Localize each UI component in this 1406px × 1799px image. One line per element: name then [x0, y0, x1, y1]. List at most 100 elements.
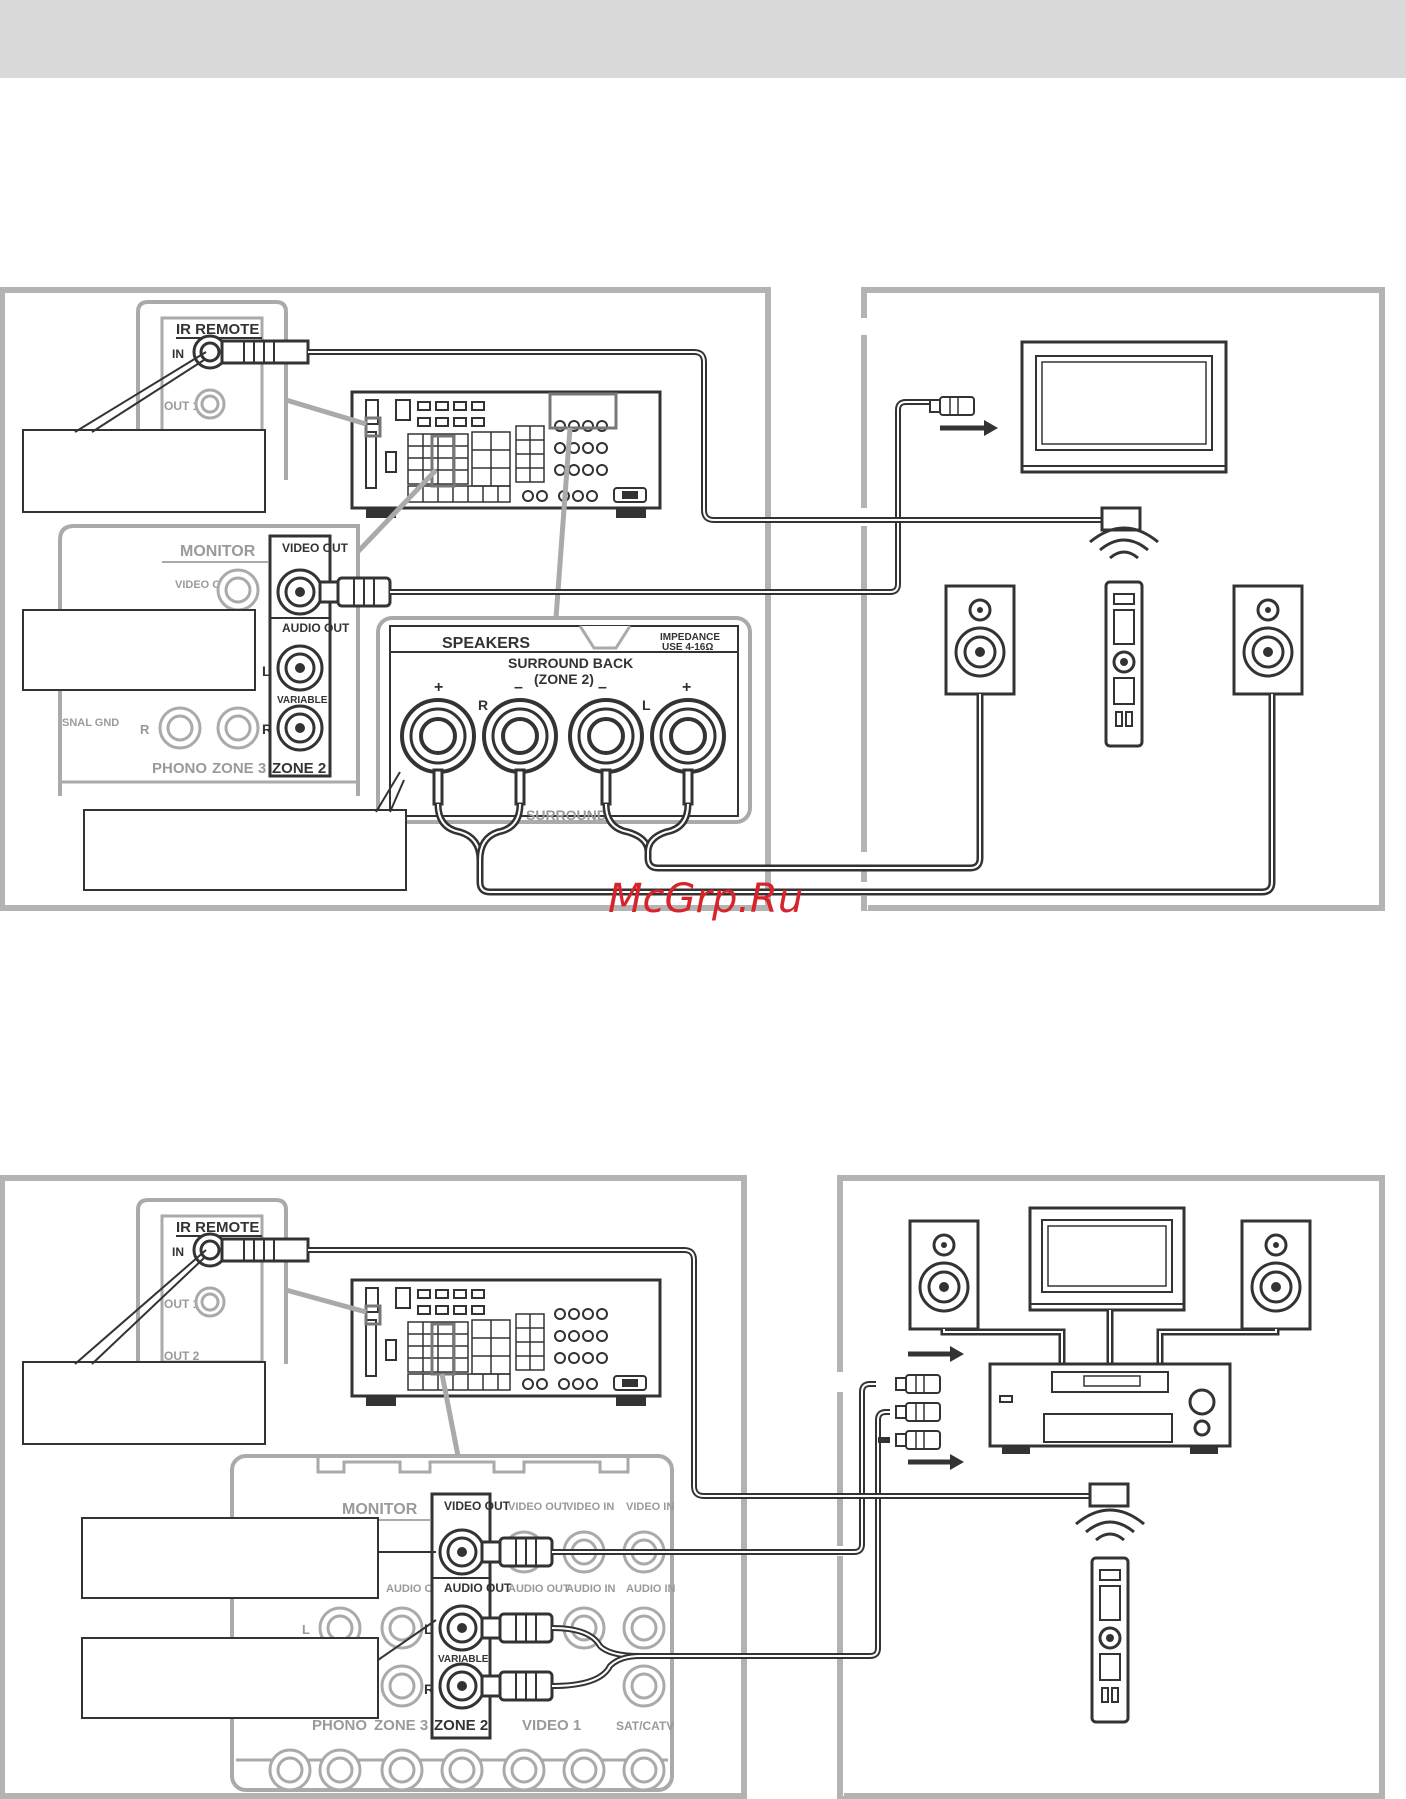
plus-l-label: + — [682, 679, 691, 696]
remote-control-2 — [1090, 1556, 1130, 1724]
ir-signal-waves-2 — [1074, 1508, 1146, 1542]
sp-l-label: L — [642, 697, 651, 713]
zone2-cables-2 — [308, 1247, 1092, 1702]
signal-gnd-label: SNAL GND — [62, 717, 119, 729]
speaker-right-1 — [1232, 584, 1304, 696]
l-left-label-2: L — [302, 1622, 310, 1637]
video-out-jack[interactable] — [276, 568, 324, 616]
audio-out-label: AUDIO OUT — [282, 621, 350, 635]
ir-out1-jack-2 — [194, 1286, 226, 1318]
zone2-paren-label: (ZONE 2) — [534, 671, 594, 687]
speaker-right-2 — [1240, 1219, 1312, 1331]
l-label-2: L — [424, 1621, 433, 1637]
monitor-jack-r — [380, 1606, 424, 1650]
sp-r-label: R — [478, 697, 488, 713]
minus-l-label: – — [598, 679, 607, 696]
video1-label: VIDEO 1 — [522, 1717, 581, 1734]
ir-in-jack[interactable] — [192, 334, 228, 370]
ir-mini-plug — [220, 339, 310, 365]
r-label: R — [262, 721, 272, 737]
audio-out-l-jack-2[interactable] — [438, 1604, 486, 1652]
speaker-left-2 — [908, 1219, 980, 1331]
video-out-v1-label: VIDEO OUT — [508, 1501, 569, 1513]
audio-out-v1-label: AUDIO OUT — [508, 1583, 570, 1595]
ir-out1-jack — [194, 388, 226, 420]
ir-remote-label-2: IR REMOTE — [176, 1219, 259, 1236]
ir-mini-plug-2 — [220, 1237, 310, 1263]
monitor-label-2: MONITOR — [342, 1501, 418, 1518]
phono-label-2: PHONO — [312, 1717, 367, 1734]
sat-audio-in-r-jack — [622, 1664, 666, 1708]
terminal-l-minus[interactable] — [568, 698, 644, 774]
zone3-jack-2 — [380, 1664, 424, 1708]
callout-box-6 — [81, 1637, 379, 1719]
ir-remote-panel-2: IR REMOTE IN OUT 1 OUT 2 — [136, 1198, 310, 1364]
ir-in-label: IN — [172, 347, 184, 361]
callout-box-1 — [22, 429, 266, 513]
diagram-1-zone2-speakers: IR REMOTE IN OUT 1 MONITOR VI — [0, 287, 1385, 911]
arrow-signal-1 — [940, 420, 998, 436]
amplifier-wires — [940, 1310, 1280, 1364]
monitor-label: MONITOR — [180, 543, 256, 560]
satcatv-label: SAT/CATV — [616, 1719, 674, 1733]
video-cable-1 — [318, 396, 975, 608]
arrow-signal-2 — [908, 1346, 964, 1470]
l-label: L — [262, 663, 271, 679]
video-in-sat-label: VIDEO IN — [626, 1501, 674, 1513]
monitor-video-out-jack-grey — [216, 568, 260, 612]
audio-out-r-jack-2[interactable] — [438, 1662, 486, 1710]
phono-label: PHONO — [152, 760, 207, 777]
r-label-2: R — [424, 1681, 434, 1697]
callout-box-3 — [83, 809, 407, 891]
amplifier — [988, 1362, 1232, 1454]
remote-control-1 — [1104, 580, 1144, 748]
ir-in-jack-2[interactable] — [192, 1232, 228, 1268]
variable-label-2: VARIABLE — [438, 1654, 489, 1665]
video-out-label-2: VIDEO OUT — [444, 1499, 511, 1513]
audio-in-sat-label: AUDIO IN — [626, 1583, 676, 1595]
zone3-label: ZONE 3 — [212, 760, 266, 777]
video-out-jack-2[interactable] — [438, 1528, 486, 1576]
ir-out1-label: OUT 1 — [164, 399, 200, 413]
terminal-r-plus[interactable] — [400, 698, 476, 774]
terminal-l-plus[interactable] — [650, 698, 726, 774]
watermark: McGrp.Ru — [608, 876, 803, 922]
zone2-line-out-panel: MONITOR AUDIO OUT L PHONO ZONE 3 VIDEO O… — [230, 1454, 676, 1792]
tv-zone2 — [1020, 340, 1228, 474]
av-receiver-rear — [350, 390, 662, 520]
video-out-label: VIDEO OUT — [282, 541, 349, 555]
audio-out-r-jack[interactable] — [276, 704, 324, 752]
header-bar — [0, 0, 1406, 78]
ir-remote-label: IR REMOTE — [176, 321, 259, 338]
tv-zone2-second — [1028, 1206, 1186, 1312]
callout-box-4 — [22, 1361, 266, 1445]
audio-out-label-2: AUDIO OUT — [444, 1581, 512, 1595]
phono-jack — [158, 706, 202, 750]
audio-in-v1-label: AUDIO IN — [566, 1583, 616, 1595]
surround-label: SURROUND — [526, 807, 607, 823]
diagram-2-zone2-line-out: IR REMOTE IN OUT 1 OUT 2 MONITOR AUD — [0, 1175, 1385, 1799]
variable-label: VARIABLE — [277, 695, 328, 706]
r-left-label: R — [140, 722, 150, 737]
callout-box-5 — [81, 1517, 379, 1599]
minus-r-label: – — [514, 679, 523, 696]
zone2-label-2: ZONE 2 — [434, 1717, 488, 1734]
zone3-jack — [216, 706, 260, 750]
zone3-label-2: ZONE 3 — [374, 1717, 428, 1734]
ir-out1-label-2: OUT 1 — [164, 1297, 200, 1311]
sat-audio-in-l-jack — [622, 1606, 666, 1650]
speaker-left-1 — [944, 584, 1016, 696]
audio-out-l-jack[interactable] — [276, 644, 324, 692]
ir-in-label-2: IN — [172, 1245, 184, 1259]
impedance-label: IMPEDANCE — [660, 632, 720, 643]
terminal-r-minus[interactable] — [482, 698, 558, 774]
ir-out2-label-2: OUT 2 — [164, 1349, 200, 1363]
ir-signal-waves-1 — [1088, 526, 1160, 560]
speaker-wires-1 — [432, 694, 1276, 896]
plus-r-label: + — [434, 679, 443, 696]
callout-box-2 — [22, 609, 256, 691]
surround-back-label: SURROUND BACK — [508, 655, 633, 671]
speaker-terminals-panel: SPEAKERS IMPEDANCE USE 4-16Ω SURROUND BA… — [376, 616, 752, 824]
video-in-v1-label: VIDEO IN — [566, 1501, 614, 1513]
